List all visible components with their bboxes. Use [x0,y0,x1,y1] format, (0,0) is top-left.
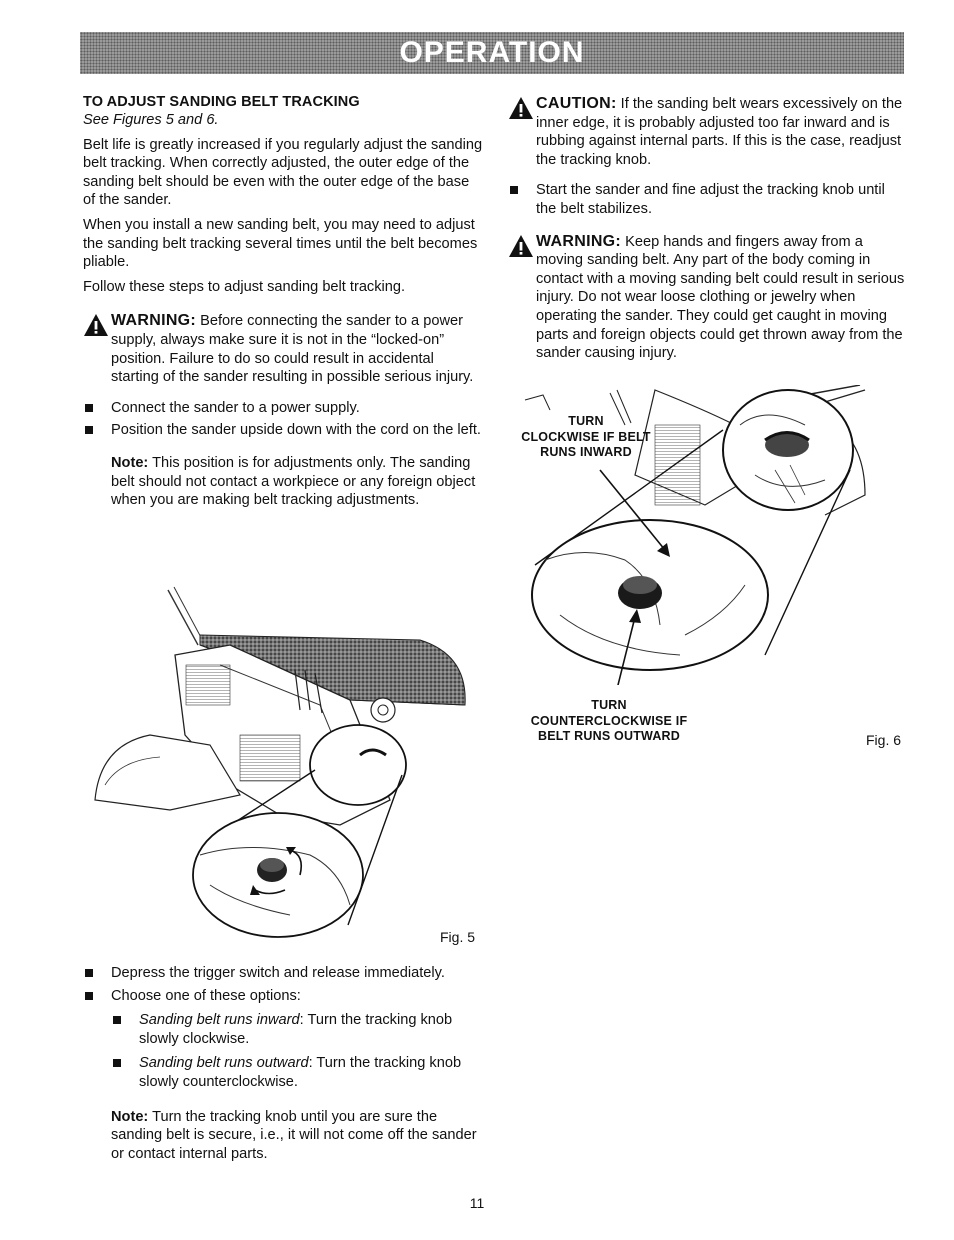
see-figures-reference: See Figures 5 and 6. [83,112,219,128]
figure-5-sander-illustration [94,586,466,938]
warning-text: Keep hands and fingers away from a movin… [536,233,905,362]
callout-counterclockwise-line1: TURN [591,698,627,712]
warning-block-moving-belt: WARNING: Keep hands and fingers away fro… [508,233,908,363]
note-tracking-knob: Note: Turn the tracking knob until you a… [83,1108,483,1164]
warning-triangle-icon [84,314,108,337]
note-label: Note: [111,454,149,471]
bullet-trigger-switch: Depress the trigger switch and release i… [83,964,483,983]
right-column: CAUTION: If the sanding belt wears exces… [508,95,908,363]
warning-label: WARNING: [536,232,622,250]
callout-clockwise-line2: CLOCKWISE IF BELT [521,429,651,444]
left-column-lower: Depress the trigger switch and release i… [83,960,483,1163]
caution-label: CAUTION: [536,95,617,112]
sub-bullet-inward: Sanding belt runs inward: Turn the track… [83,1011,483,1048]
paragraph-new-belt: When you install a new sanding belt, you… [83,216,478,271]
callout-counterclockwise-line2: COUNTERCLOCKWISE IF [530,713,688,728]
page-number: 11 [469,1195,485,1211]
warning-block-power: WARNING: Before connecting the sander to… [83,312,483,386]
warning-label: WARNING: [111,312,197,330]
figure-6-tracking-knob-illustration [524,385,866,685]
note-text: Turn the tracking knob until you are sur… [111,1108,477,1162]
left-column: TO ADJUST SANDING BELT TRACKING See Figu… [83,93,483,510]
bullet-position-sander: Position the sander upside down with the… [83,421,483,440]
caution-block: CAUTION: If the sanding belt wears exces… [508,95,908,169]
note-label: Note: [111,1108,149,1125]
note-position: Note: This position is for adjustments o… [83,454,483,510]
sub-bullet-outward: Sanding belt runs outward: Turn the trac… [83,1054,483,1091]
sub-bullet-inward-label: Sanding belt runs inward [139,1012,300,1029]
sub-bullet-inward-text: : Turn the tracking knob slowly clockwis… [139,1012,453,1047]
figure-5-label: Fig. 5 [440,929,476,945]
paragraph-follow-steps: Follow these steps to adjust sanding bel… [83,278,406,295]
callout-clockwise-line3: RUNS INWARD [540,445,632,459]
bullet-choose-options: Choose one of these options: [83,987,483,1006]
sub-bullet-outward-text: : Turn the tracking knob slowly counterc… [139,1055,462,1090]
callout-counterclockwise-line3: BELT RUNS OUTWARD [537,729,681,743]
section-title: OPERATION [399,35,585,69]
warning-triangle-icon [509,234,533,257]
bullet-fine-adjust: Start the sander and fine adjust the tra… [508,181,908,218]
note-text: This position is for adjustments only. T… [111,454,476,509]
section-heading: TO ADJUST SANDING BELT TRACKING [83,94,360,110]
section-banner: OPERATION [80,32,904,74]
callout-counterclockwise: TURN COUNTERCLOCKWISE IF BELT RUNS OUTWA… [518,698,700,745]
figure-6-label: Fig. 6 [866,732,902,748]
caution-text: If the sanding belt wears excessively on… [536,96,903,168]
sub-bullet-outward-label: Sanding belt runs outward [139,1055,309,1072]
paragraph-belt-life: Belt life is greatly increased if you re… [83,136,483,209]
callout-clockwise-line1: TURN [568,414,604,428]
bullet-connect-power: Connect the sander to a power supply. [83,399,483,418]
callout-clockwise: TURN CLOCKWISE IF BELT RUNS INWARD [516,414,656,461]
warning-text: Before connecting the sander to a power … [111,313,474,386]
caution-triangle-icon [509,97,533,119]
